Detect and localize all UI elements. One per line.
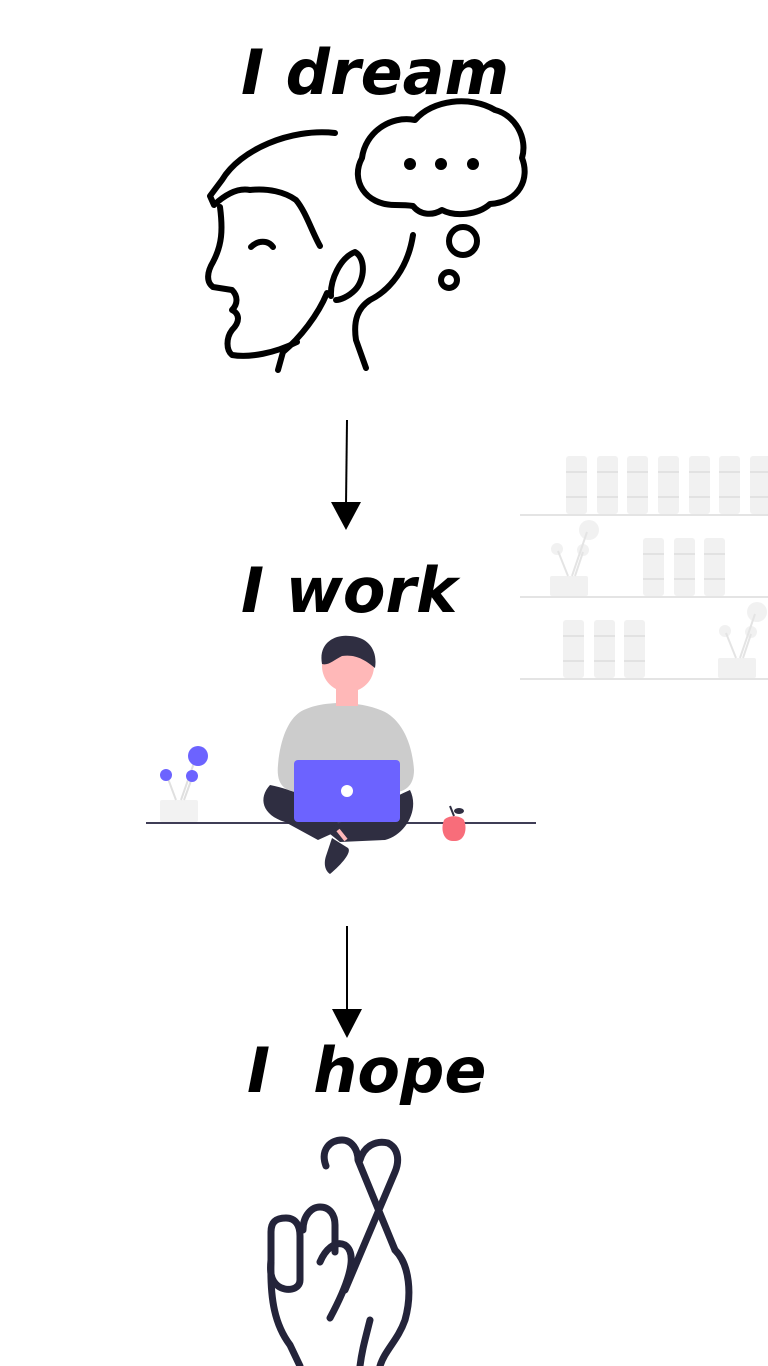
bookshelf-decoration bbox=[520, 456, 768, 680]
work-caption: I work bbox=[241, 554, 458, 627]
dream-caption: I dream bbox=[241, 36, 510, 109]
plant-decoration bbox=[160, 746, 208, 822]
hope-caption: I hope bbox=[247, 1034, 487, 1107]
arrow-down-icon bbox=[331, 419, 361, 530]
crossed-fingers-icon bbox=[267, 1136, 413, 1366]
thinking-head-icon bbox=[205, 98, 528, 373]
person-with-laptop-illustration bbox=[146, 635, 536, 874]
arrow-down-icon bbox=[332, 926, 362, 1038]
thought-dots bbox=[404, 158, 479, 170]
apple-decoration bbox=[442, 805, 466, 842]
